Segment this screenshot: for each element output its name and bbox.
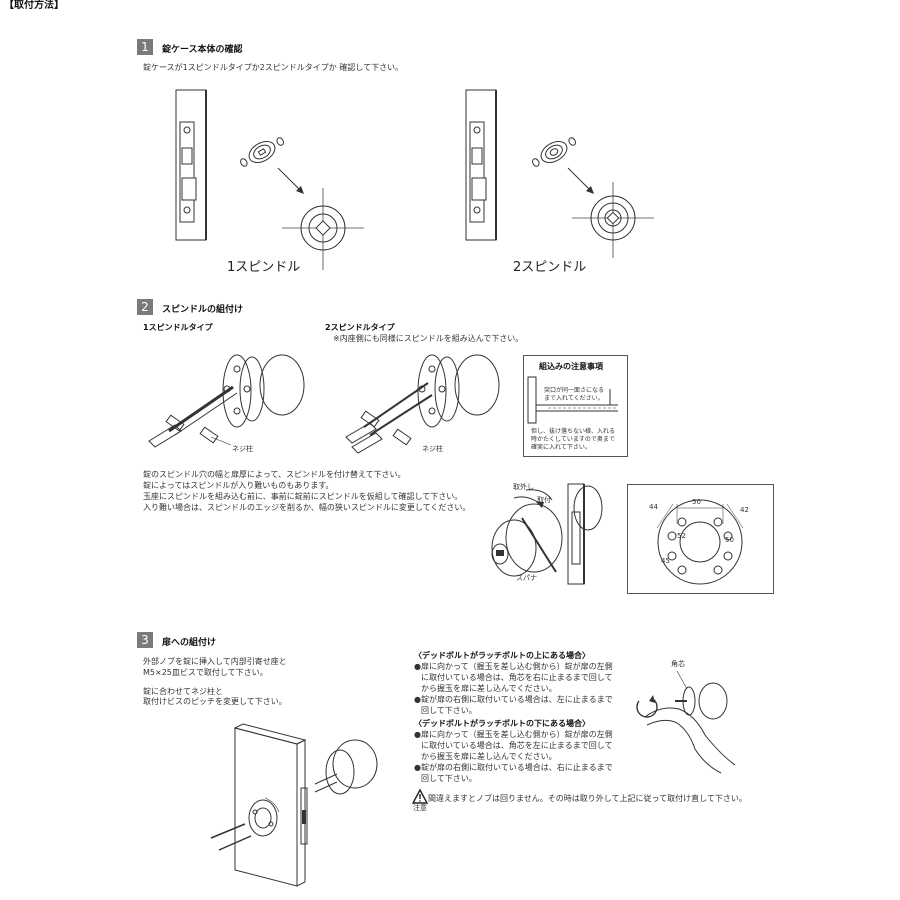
- one-spindle-illustration: [175, 89, 364, 270]
- dim-52: 52: [677, 532, 686, 540]
- case-lower-line2: に取付いている場合は、角芯を左に止まるまで回して: [421, 741, 613, 750]
- dim-42: 42: [740, 506, 749, 514]
- dim-50-top: 50: [692, 498, 701, 506]
- neji-label-2: ネジ柱: [422, 445, 443, 453]
- warning-icon: [411, 788, 429, 804]
- instruction-4: 入り難い場合は、スピンドルのエッジを削るか、幅の狭いスピンドルに変更してください…: [143, 503, 471, 512]
- case-upper-line1: ●扉に向かって（握玉を差し込む側から）錠が扉の左側: [414, 662, 613, 671]
- caution-bottom-1: 但し、抜け落ちない様、入れる: [531, 428, 616, 435]
- type2-note: ※内座側にも同様にスピンドルを組み込んで下さい。: [333, 334, 524, 343]
- caution-bottom-3: 確実に入れて下さい。: [531, 444, 591, 451]
- type2-label: 2スピンドルタイプ: [325, 323, 395, 332]
- two-spindle-label: 2スピンドル: [513, 260, 587, 275]
- type2-spindle-illustration: [345, 354, 500, 454]
- step3-desc1: 外部ノブを錠に挿入して内部引寄せ座と: [143, 657, 287, 666]
- page-title: 【取付方法】: [4, 0, 64, 11]
- case-lower-line5: 回して下さい。: [421, 774, 477, 783]
- step3-desc3: 錠に合わせてネジ柱と: [143, 687, 223, 696]
- case-upper-line3: から握玉を扉に差し込んでください。: [421, 684, 557, 693]
- type1-spindle-illustration: [148, 354, 305, 448]
- step-number-1: 1: [137, 39, 153, 55]
- type1-label: 1スピンドルタイプ: [143, 323, 213, 332]
- instruction-2: 錠によってはスピンドルが入り難いものもあります。: [143, 481, 334, 490]
- step1-heading: 錠ケース本体の確認: [162, 45, 243, 55]
- step3-desc4: 取付けビスのピッチを変更して下さい。: [143, 697, 287, 706]
- kakushin-label: 角芯: [671, 660, 685, 668]
- caution-box: [523, 355, 628, 457]
- dim-50-right: 50: [725, 536, 734, 544]
- caution-line1: 突口が同一面さになる: [544, 387, 605, 394]
- caution-title: 組込みの注意事項: [539, 362, 603, 371]
- dim-45: 45: [661, 557, 670, 565]
- case-lower-line4: ●錠が扉の右側に取付いている場合は、右に止まるまで: [414, 763, 613, 772]
- warning-label: 注意: [413, 804, 427, 812]
- door-assembly-illustration: [210, 723, 378, 887]
- step-number-2: 2: [137, 299, 153, 315]
- caution-line2: まで入れてください。: [544, 395, 604, 402]
- hand-turn-illustration: [636, 670, 736, 774]
- step3-desc2: M5×25皿ビスで取付して下さい。: [143, 668, 268, 677]
- step3-heading: 扉への組付け: [162, 638, 217, 648]
- caution-bottom-2: 時かたくしていますので奥まで: [531, 436, 615, 443]
- dimension-box: [627, 484, 774, 594]
- step1-description: 錠ケースが1スピンドルタイプか2スピンドルタイプか 確認して下さい。: [143, 63, 404, 72]
- step-number-3: 3: [137, 632, 153, 648]
- instruction-3: 玉座にスピンドルを組み込む前に、事前に錠前にスピンドルを仮組して確認して下さい。: [143, 492, 463, 501]
- dim-44: 44: [649, 503, 658, 511]
- attach-label: 取付: [537, 496, 551, 504]
- case-lower-line3: から握玉を扉に差し込んでください。: [421, 752, 557, 761]
- case-upper-line5: 回して下さい。: [421, 706, 477, 715]
- case-lower-line1: ●扉に向かって（握玉を差し込む側から）錠が扉の左側: [414, 730, 613, 739]
- caution-diagram: [527, 376, 618, 424]
- warning-text: 間違えますとノブは回りません。その時は取り外して上記に従って取付け直して下さい。: [428, 794, 747, 803]
- neji-label-1: ネジ柱: [232, 445, 253, 453]
- case-upper-line4: ●錠が扉の右側に取付いている場合は、左に止まるまで: [414, 695, 613, 704]
- case-lower-title: 〈デッドボルトがラッチボルトの下にある場合〉: [414, 719, 590, 728]
- knob-removal-illustration: [491, 483, 603, 585]
- step2-heading: スピンドルの組付け: [162, 305, 244, 315]
- remove-label: 取外し: [513, 483, 534, 491]
- dimension-diagram: [656, 499, 744, 585]
- spanner-label: スパナ: [516, 574, 537, 582]
- one-spindle-label: 1スピンドル: [227, 260, 301, 275]
- case-upper-title: 〈デッドボルトがラッチボルトの上にある場合〉: [414, 651, 590, 660]
- two-spindle-illustration: [465, 89, 654, 258]
- instruction-1: 錠のスピンドル穴の幅と扉厚によって、スピンドルを付け替えて下さい。: [143, 470, 406, 479]
- case-upper-line2: に取付いている場合は、角芯を右に止まるまで回して: [421, 673, 613, 682]
